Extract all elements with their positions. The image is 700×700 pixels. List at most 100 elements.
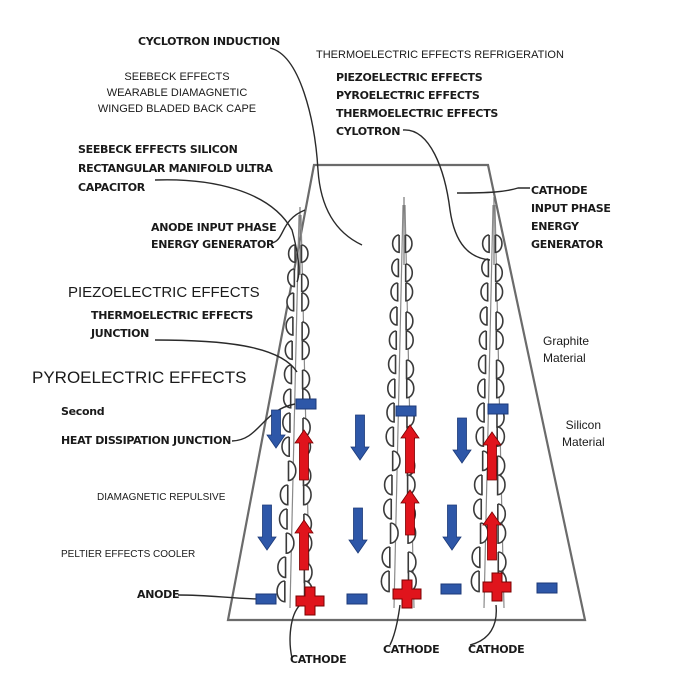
hot-arrow-up — [482, 511, 502, 561]
label-thermo-junction: THERMOELECTRIC EFFECTS JUNCTION — [91, 307, 253, 343]
half-disc-segment — [302, 484, 312, 506]
half-disc-segment — [495, 311, 504, 331]
label-cathode-2: CATHODE — [383, 643, 440, 656]
half-disc-segment — [285, 532, 295, 555]
heat-flow-arrows — [257, 409, 502, 571]
half-disc-segment — [497, 503, 507, 525]
half-disc-segment — [495, 359, 505, 380]
label-peltier: PELTIER EFFECTS COOLER — [61, 549, 196, 560]
half-disc-segment — [480, 282, 489, 302]
half-disc-segment — [387, 354, 397, 375]
label-line: INPUT PHASE — [531, 202, 611, 215]
half-disc-segment — [301, 321, 310, 341]
half-disc-segment — [301, 340, 310, 361]
label-cyclotron-induction: CYCLOTRON INDUCTION — [138, 35, 280, 48]
negative-terminal — [295, 398, 317, 410]
negative-terminal — [440, 583, 462, 595]
label-heat-dissipation: HEAT DISSIPATION JUNCTION — [61, 434, 232, 447]
half-disc-segment — [495, 330, 504, 351]
half-disc-segment — [479, 522, 489, 544]
label-anode: ANODE — [137, 588, 180, 601]
half-disc-segment — [405, 282, 414, 302]
half-disc-segment — [287, 460, 297, 482]
half-disc-segment — [387, 378, 396, 399]
half-disc-segment — [470, 570, 480, 593]
half-disc-segment — [494, 234, 503, 254]
label-seebeck-cape: SEEBECK EFFECTS WEARABLE DIAMAGNETIC WIN… — [78, 69, 276, 117]
half-disc-segment — [481, 258, 490, 278]
hot-arrow-up — [400, 489, 420, 536]
label-line: PYROELECTRIC EFFECTS — [336, 89, 480, 102]
label-line: CAPACITOR — [78, 181, 145, 194]
label-line: JUNCTION — [91, 327, 150, 340]
hot-arrow-up — [294, 519, 314, 571]
half-disc-segment — [301, 369, 311, 390]
half-disc-segment — [495, 378, 505, 399]
half-disc-segment — [497, 551, 507, 574]
label-line: CATHODE — [531, 184, 588, 197]
half-disc-segment — [300, 244, 309, 264]
label-thermo-refrigeration: THERMOELECTRIC EFFECTS REFRIGERATION — [316, 49, 564, 61]
half-disc-segment — [404, 234, 413, 254]
label-seebeck-silicon: SEEBECK EFFECTS SILICON RECTANGULAR MANI… — [78, 140, 273, 197]
half-disc-segment — [477, 354, 487, 375]
negative-terminal — [536, 582, 558, 594]
half-disc-segment — [283, 364, 293, 385]
tower-center — [380, 197, 417, 609]
label-line: Material — [562, 435, 605, 449]
half-disc-segment — [476, 402, 485, 423]
half-disc-segment — [380, 570, 390, 593]
half-disc-segment — [478, 330, 488, 351]
half-disc-segment — [407, 551, 417, 574]
half-disc-segment — [381, 546, 391, 569]
label-line: Silicon — [565, 418, 602, 432]
half-disc-segment — [282, 412, 291, 433]
half-disc-segment — [279, 484, 289, 506]
half-disc-segment — [301, 292, 310, 312]
half-disc-segment — [473, 498, 483, 520]
half-disc-segment — [390, 282, 399, 302]
label-cathode-input: CATHODE INPUT PHASE ENERGY GENERATOR — [531, 182, 611, 254]
half-disc-segment — [389, 522, 399, 544]
half-disc-segment — [287, 244, 296, 264]
half-disc-segment — [383, 474, 393, 496]
hot-arrow-up — [400, 424, 420, 474]
half-disc-segment — [391, 450, 401, 472]
cold-arrow-down — [442, 504, 462, 551]
negative-terminal — [346, 593, 368, 605]
label-line: WEARABLE DIAMAGNETIC — [106, 87, 248, 99]
label-line: ENERGY — [531, 220, 579, 233]
leader-cathode-input — [456, 187, 530, 194]
half-disc-segment — [496, 474, 506, 496]
half-disc-segment — [391, 234, 400, 254]
half-disc-segment — [404, 263, 414, 283]
half-disc-segment — [471, 546, 481, 569]
terminals — [255, 398, 558, 616]
half-disc-segment — [277, 556, 287, 579]
half-disc-segment — [276, 580, 286, 603]
label-cathode-1: CATHODE — [290, 653, 347, 666]
cold-arrow-down — [452, 417, 472, 464]
half-disc-segment — [300, 273, 310, 293]
label-effects-list: PIEZOELECTRIC EFFECTS PYROELECTRIC EFFEC… — [336, 69, 498, 141]
leader-anode-input — [271, 209, 306, 244]
label-line: Material — [543, 351, 586, 365]
leader-anode — [177, 594, 259, 600]
half-disc-segment — [495, 282, 504, 302]
label-line: ENERGY GENERATOR — [151, 238, 275, 251]
label-line: CYLOTRON — [336, 125, 401, 138]
half-disc-segment — [285, 316, 294, 336]
half-disc-segment — [389, 306, 398, 326]
leader-seebeck-silicon — [154, 179, 300, 283]
cold-arrow-down — [350, 414, 370, 461]
half-disc-segment — [383, 498, 393, 520]
label-diamagnetic: DIAMAGNETIC REPULSIVE — [97, 492, 226, 503]
positive-terminal — [392, 579, 422, 609]
half-disc-segment — [475, 426, 485, 448]
hot-arrow-up — [482, 431, 502, 481]
half-disc-segment — [286, 268, 296, 288]
half-disc-segment — [497, 522, 507, 544]
half-disc-segment — [494, 263, 504, 283]
label-silicon: Silicon Material — [562, 417, 605, 451]
